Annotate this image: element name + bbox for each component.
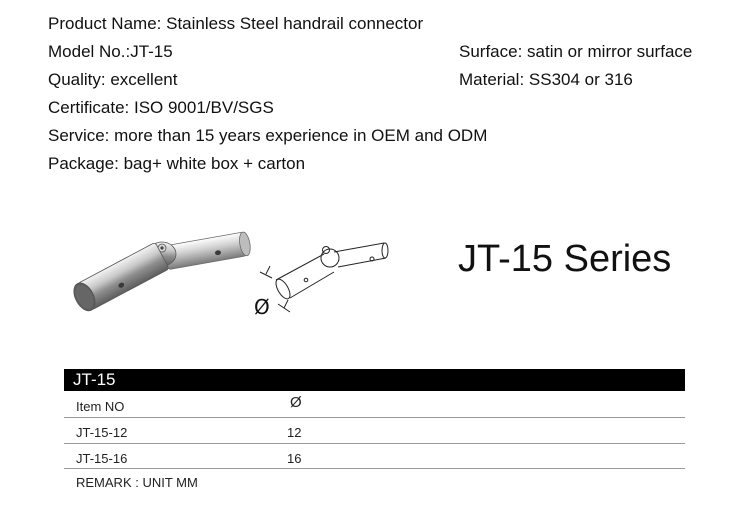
spec-quality: Quality: excellent (48, 70, 178, 89)
table-row-1-diameter: 12 (287, 425, 302, 440)
series-title: JT-15 Series (458, 238, 672, 280)
table-row-2-item: JT-15-16 (76, 451, 128, 466)
spec-model-no: Model No.:JT-15 (48, 42, 173, 61)
technical-drawing: Ø (254, 242, 389, 319)
spec-material: Material: SS304 or 316 (459, 70, 633, 89)
table-remark: REMARK : UNIT MM (76, 475, 198, 490)
table-divider (64, 443, 685, 444)
spec-certificate: Certificate: ISO 9001/BV/SGS (48, 98, 274, 117)
diameter-symbol: Ø (254, 295, 270, 319)
table-row-1-item: JT-15-12 (76, 425, 128, 440)
spec-surface: Surface: satin or mirror surface (459, 42, 693, 61)
table-divider (64, 468, 685, 469)
table-title: JT-15 (73, 370, 116, 389)
spec-service: Service: more than 15 years experience i… (48, 126, 488, 145)
spec-package: Package: bag+ white box + carton (48, 154, 306, 173)
column-header-diameter: Ø (290, 394, 302, 411)
table-header-bar: JT-15 (64, 369, 685, 391)
column-header-item-no: Item NO (76, 399, 125, 414)
spec-product-name: Product Name: Stainless Steel handrail c… (48, 14, 424, 33)
table-row-2-diameter: 16 (287, 451, 302, 466)
product-photo (73, 231, 251, 312)
table-divider (64, 417, 685, 418)
